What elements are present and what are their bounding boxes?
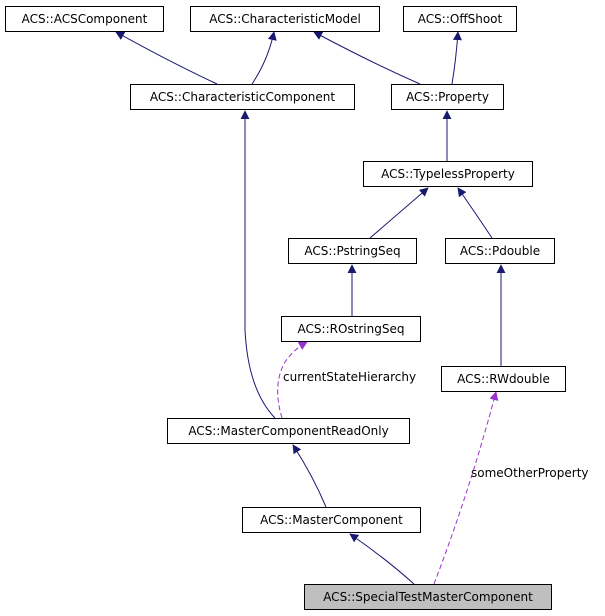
node-property[interactable]: ACS::Property xyxy=(391,84,504,110)
edge-label-current-state-hierarchy: currentStateHierarchy xyxy=(283,370,417,384)
node-rwdouble[interactable]: ACS::RWdouble xyxy=(441,366,566,392)
edge-stmc-to-mc xyxy=(349,533,415,585)
node-pstring-seq[interactable]: ACS::PstringSeq xyxy=(288,238,417,264)
edge-pstringseq-to-typeless xyxy=(369,187,429,239)
node-special-test-master-component: ACS::SpecialTestMasterComponent xyxy=(304,584,552,610)
node-typeless-property[interactable]: ACS::TypelessProperty xyxy=(363,161,533,187)
edge-mcro-to-charcomp xyxy=(240,110,276,419)
node-rostring-seq[interactable]: ACS::ROstringSeq xyxy=(281,316,421,342)
node-offshoot[interactable]: ACS::OffShoot xyxy=(403,6,517,32)
edge-charcomp-to-charmodel xyxy=(251,31,277,85)
edge-label-some-other-property: someOtherProperty xyxy=(471,466,589,480)
node-acs-component[interactable]: ACS::ACSComponent xyxy=(5,6,164,32)
edge-mc-to-mcro xyxy=(292,444,327,508)
edge-mcro-uses-rostringseq xyxy=(277,341,308,419)
node-pdouble[interactable]: ACS::Pdouble xyxy=(445,238,555,264)
node-characteristic-component[interactable]: ACS::CharacteristicComponent xyxy=(130,84,355,110)
edge-stmc-uses-rwdouble xyxy=(433,391,499,585)
edge-charcomp-to-acscomponent xyxy=(115,31,218,85)
edge-pdouble-to-typeless xyxy=(457,187,493,239)
node-characteristic-model[interactable]: ACS::CharacteristicModel xyxy=(190,6,380,32)
node-master-component[interactable]: ACS::MasterComponent xyxy=(242,507,421,533)
node-master-component-readonly[interactable]: ACS::MasterComponentReadOnly xyxy=(167,418,410,444)
edge-property-to-charmodel xyxy=(313,31,421,85)
edge-property-to-offshoot xyxy=(451,31,462,85)
